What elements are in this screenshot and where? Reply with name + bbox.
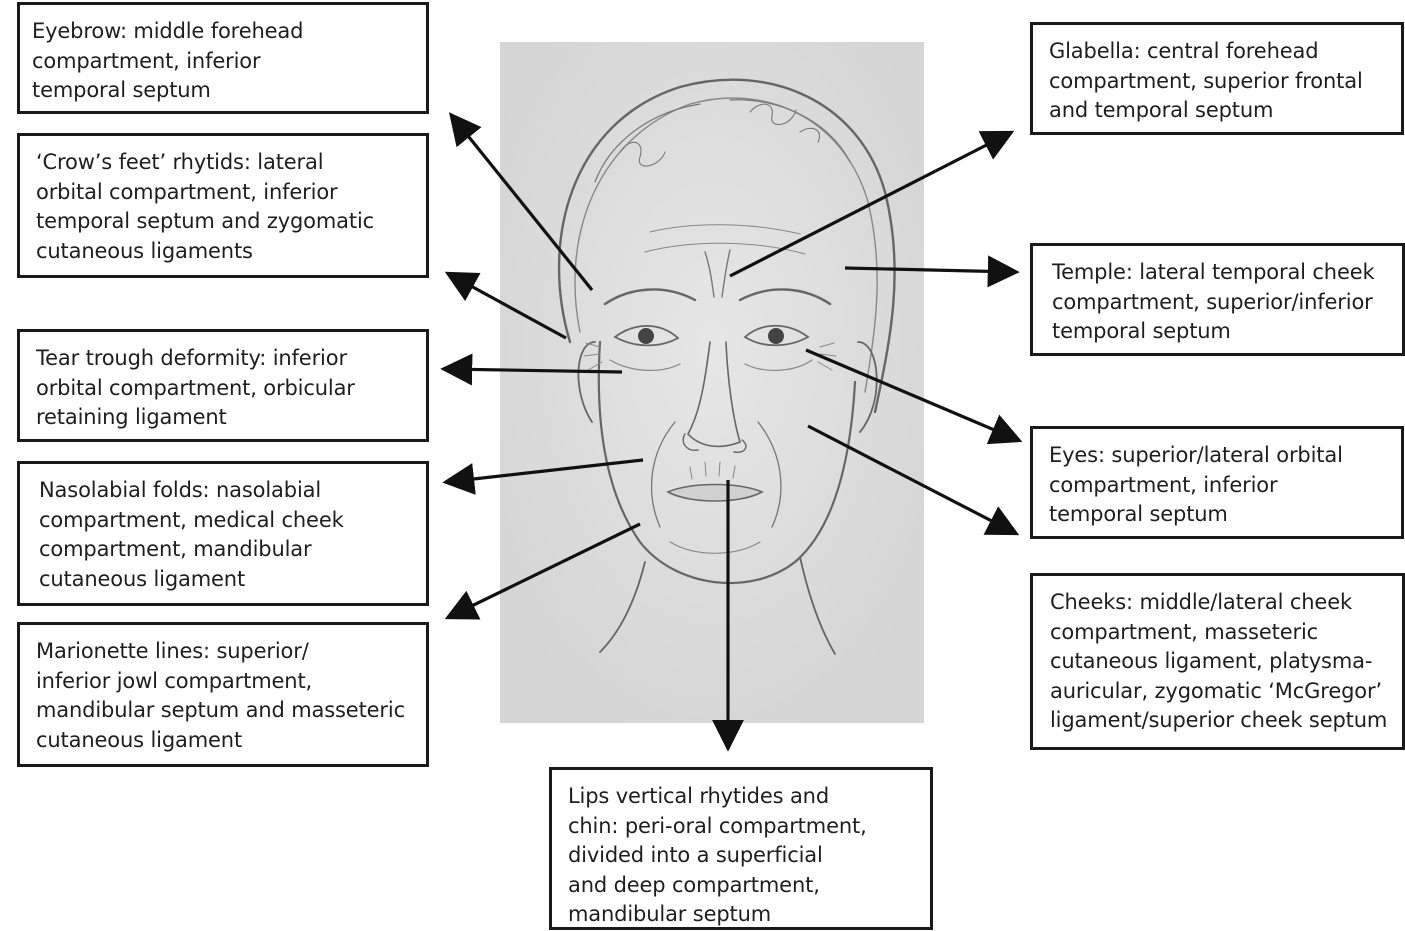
label-eyes: Eyes: superior/lateral orbital compartme… <box>1030 426 1404 539</box>
label-line: compartment, superior frontal <box>1049 68 1363 93</box>
label-line: Nasolabial folds: nasolabial <box>39 478 322 502</box>
label-lips: Lips vertical rhytides and chin: peri-or… <box>549 767 933 930</box>
label-line: compartment, superior/inferior <box>1052 289 1373 314</box>
label-line: temporal septum <box>32 78 211 102</box>
label-line: compartment, inferior <box>1049 472 1278 497</box>
label-line: Marionette lines: superior/ <box>36 639 309 663</box>
label-line: compartment, masseteric <box>1050 619 1319 644</box>
label-cheeks: Cheeks: middle/lateral cheek compartment… <box>1030 573 1405 750</box>
label-line: mandibular septum and masseteric <box>36 698 405 722</box>
label-line: auricular, zygomatic ‘McGregor’ <box>1050 678 1382 703</box>
label-line: and temporal septum <box>1049 98 1274 122</box>
label-line: divided into a superficial <box>568 843 823 867</box>
label-line: mandibular septum <box>568 902 772 926</box>
label-line: and deep compartment, <box>568 872 820 897</box>
label-line: cutaneous ligament, platysma- <box>1050 649 1373 673</box>
label-line: compartment, inferior <box>32 48 261 73</box>
label-line: Tear trough deformity: inferior <box>36 346 347 370</box>
label-line: Temple: lateral temporal cheek <box>1052 260 1375 284</box>
label-line: compartment, medical cheek <box>39 507 344 532</box>
label-line: compartment, mandibular <box>39 537 312 561</box>
label-marionette: Marionette lines: superior/ inferior jow… <box>17 622 429 767</box>
label-line: inferior jowl compartment, <box>36 668 313 693</box>
label-temple: Temple: lateral temporal cheek compartme… <box>1030 243 1405 356</box>
label-line: Cheeks: middle/lateral cheek <box>1050 590 1352 614</box>
label-tear-trough: Tear trough deformity: inferior orbital … <box>17 329 429 442</box>
label-glabella: Glabella: central forehead compartment, … <box>1030 22 1404 135</box>
label-line: cutaneous ligament <box>39 566 246 591</box>
label-line: ligament/superior cheek septum <box>1050 708 1388 732</box>
label-line: chin: peri-oral compartment, <box>568 813 867 838</box>
label-line: temporal septum and zygomatic <box>36 209 375 233</box>
label-line: retaining ligament <box>36 405 227 429</box>
face-sketch-illustration <box>500 42 924 723</box>
label-line: orbital compartment, orbicular <box>36 375 355 400</box>
label-line: Eyes: superior/lateral orbital <box>1049 443 1343 467</box>
left-pupil <box>768 328 784 344</box>
label-eyebrow: Eyebrow: middle forehead compartment, in… <box>17 2 429 114</box>
label-line: Glabella: central forehead <box>1049 39 1319 63</box>
label-line: Lips vertical rhytides and <box>568 784 829 808</box>
label-crows-feet: ‘Crow’s feet’ rhytids: lateral orbital c… <box>17 133 429 278</box>
label-line: ‘Crow’s feet’ rhytids: lateral <box>36 150 324 174</box>
label-line: Eyebrow: middle forehead <box>32 19 304 43</box>
label-line: cutaneous ligaments <box>36 238 253 263</box>
label-nasolabial: Nasolabial folds: nasolabial compartment… <box>17 461 429 606</box>
label-line: cutaneous ligament <box>36 727 243 752</box>
label-line: temporal septum <box>1049 502 1228 526</box>
right-pupil <box>638 328 654 344</box>
label-line: temporal septum <box>1052 319 1231 343</box>
label-line: orbital compartment, inferior <box>36 179 338 204</box>
